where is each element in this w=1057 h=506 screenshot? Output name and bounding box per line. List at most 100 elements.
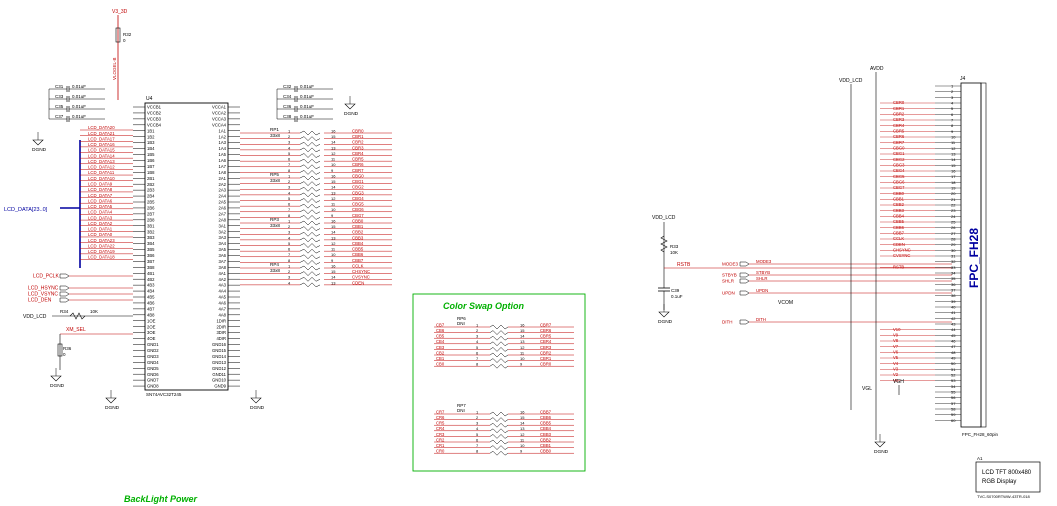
conn-net-label: CDEN — [893, 242, 905, 247]
lcd-data-label: LCD_DATA1 — [88, 227, 113, 232]
swap-net-right: CBR1 — [540, 356, 552, 361]
ctrl-net-label: LCD_DEN — [28, 298, 52, 304]
conn-pin-num: 15 — [951, 163, 956, 168]
lcd-data-label: LCD_DATA22 — [88, 243, 115, 248]
rp-element — [299, 192, 321, 198]
lcd-data-label: LCD_DATA12 — [88, 165, 115, 170]
u4-pin-left-label: 3OE — [147, 330, 156, 335]
swap-net-right: CBR4 — [540, 339, 552, 344]
swap-pin: 13 — [520, 426, 525, 431]
swap-pin: 8 — [476, 449, 479, 454]
lcd-data-label: LCD_DATA5 — [88, 204, 113, 209]
conn-pin-num: 51 — [951, 367, 956, 372]
swap-net-left: CR5 — [436, 421, 445, 426]
u4-pin-left-label: 4B5 — [147, 295, 155, 300]
conn-pin-num: 11 — [951, 140, 956, 145]
rp-element — [299, 231, 321, 237]
lcd-data-label: LCD_DATA11 — [88, 170, 115, 175]
u4-pin-right-label: GND16 — [212, 342, 227, 347]
conn-pin-num: 14 — [951, 157, 956, 162]
conn-pin-num: 56 — [951, 395, 956, 400]
swap-net-right: CBB7 — [540, 409, 552, 414]
swap-pin: 10 — [520, 443, 525, 448]
conn-pin-num: 19 — [951, 186, 956, 191]
conn-pin-num: 20 — [951, 191, 956, 196]
ground-icon — [874, 441, 886, 448]
color-swap-box — [412, 293, 586, 472]
conn-pin-num: 50 — [951, 361, 956, 366]
gnd-label: DGND — [344, 111, 359, 117]
rp-ref: RP5 — [270, 172, 279, 177]
swap-net-left: CB2 — [436, 350, 445, 355]
u4-pin-right-label: VCCA3 — [212, 116, 227, 121]
conn-pin-num: 32 — [951, 259, 956, 264]
conn-pin-num: 42 — [951, 316, 956, 321]
rp-element — [299, 237, 321, 243]
conn-net-label: CBR7 — [893, 140, 905, 145]
cap-val: 0.01uF — [300, 94, 314, 99]
conn-pin-num: 48 — [951, 350, 956, 355]
lcd-data-label: LCD_DATA4 — [88, 210, 113, 215]
swap-net-left: CR6 — [436, 415, 445, 420]
swap-net-right: CBR2 — [540, 350, 552, 355]
swap-pin: 8 — [476, 362, 479, 367]
conn-net-label: CCLK — [893, 236, 904, 241]
u4-pin-left-label: VCCB2 — [147, 111, 162, 116]
conn-net-label: CBR2 — [893, 112, 905, 117]
j4-footprint: FPC_FH28_60pin — [962, 432, 999, 437]
rp-net-label: CBB5 — [352, 247, 364, 252]
swap-pin: 6 — [476, 350, 479, 355]
right-rails: VDD_LCD AVDD VGL VGH VCOM — [778, 66, 904, 440]
rp-net-label: CBG5 — [352, 202, 364, 207]
conn-pin-num: 36 — [951, 282, 956, 287]
rp-element — [299, 254, 321, 260]
u4-pin-left-label: GND6 — [147, 372, 159, 377]
mid-net-label-2: STBYB — [756, 270, 770, 275]
u4-pin-right-label: 2A1 — [219, 176, 227, 181]
u4-pin-left-label: 4B1 — [147, 271, 155, 276]
conn-pin-num: 12 — [951, 146, 956, 151]
conn-pin-num: 40 — [951, 305, 956, 310]
conn-pin-num: 60 — [951, 418, 956, 423]
rp-pin: 10 — [331, 252, 336, 257]
lcd-data-label: LCD_DATA9 — [88, 182, 113, 187]
u4-pin-right-label: GND9 — [214, 384, 226, 389]
swap-net-left: CR7 — [436, 409, 445, 414]
cap-ref: C37 — [55, 114, 64, 119]
swap-net-left: CR1 — [436, 443, 445, 448]
rp-pin: 3 — [288, 185, 291, 190]
ctrl-net-label: LCD_HSYNC — [28, 286, 59, 292]
rp-pin: 11 — [331, 157, 336, 162]
swap-rp-ref: RP6 — [457, 316, 466, 321]
lcd-data-label: LCD_DATA3 — [88, 215, 113, 220]
u4-pin-left-label: 4B3 — [147, 283, 155, 288]
u4-pin-right-label: VCCA1 — [212, 105, 227, 110]
conn-pin-num: 57 — [951, 401, 956, 406]
u4-pin-left-label: 3B1 — [147, 223, 155, 228]
u4-pin-left-label: GND8 — [147, 384, 159, 389]
conn-pin-num: 3 — [951, 95, 954, 100]
gnd-label: DGND — [32, 147, 47, 153]
conn-pin-num: 30 — [951, 248, 956, 253]
swap-pin: 14 — [520, 334, 525, 339]
u4-pin-left-label: 2B1 — [147, 176, 155, 181]
rp-pin: 4 — [288, 235, 291, 240]
rp-pin: 16 — [331, 173, 336, 178]
swap-net-right: CBR6 — [540, 328, 552, 333]
u4-pin-right-label: 2A8 — [219, 217, 227, 222]
conn-net-label: CBG6 — [893, 180, 905, 185]
rp-pin: 15 — [331, 179, 336, 184]
swap-element — [489, 352, 509, 358]
conn-pin-num: 10 — [951, 135, 956, 140]
swap-net-right: CBB1 — [540, 443, 552, 448]
u4-pin-left-label: 3B4 — [147, 241, 155, 246]
u4-pin-left-label: 1B7 — [147, 164, 155, 169]
conn-net-label: RSTB — [893, 265, 904, 270]
conn-pin-num: 43 — [951, 322, 956, 327]
mid-net-label-2: UPDN — [756, 288, 768, 293]
rp-pin: 14 — [331, 275, 336, 280]
rp-net-label: CBR4 — [352, 151, 364, 156]
rp-element — [299, 147, 321, 153]
cap-val: 0.01uF — [72, 114, 86, 119]
u4-pin-right-label: 3A3 — [219, 235, 227, 240]
